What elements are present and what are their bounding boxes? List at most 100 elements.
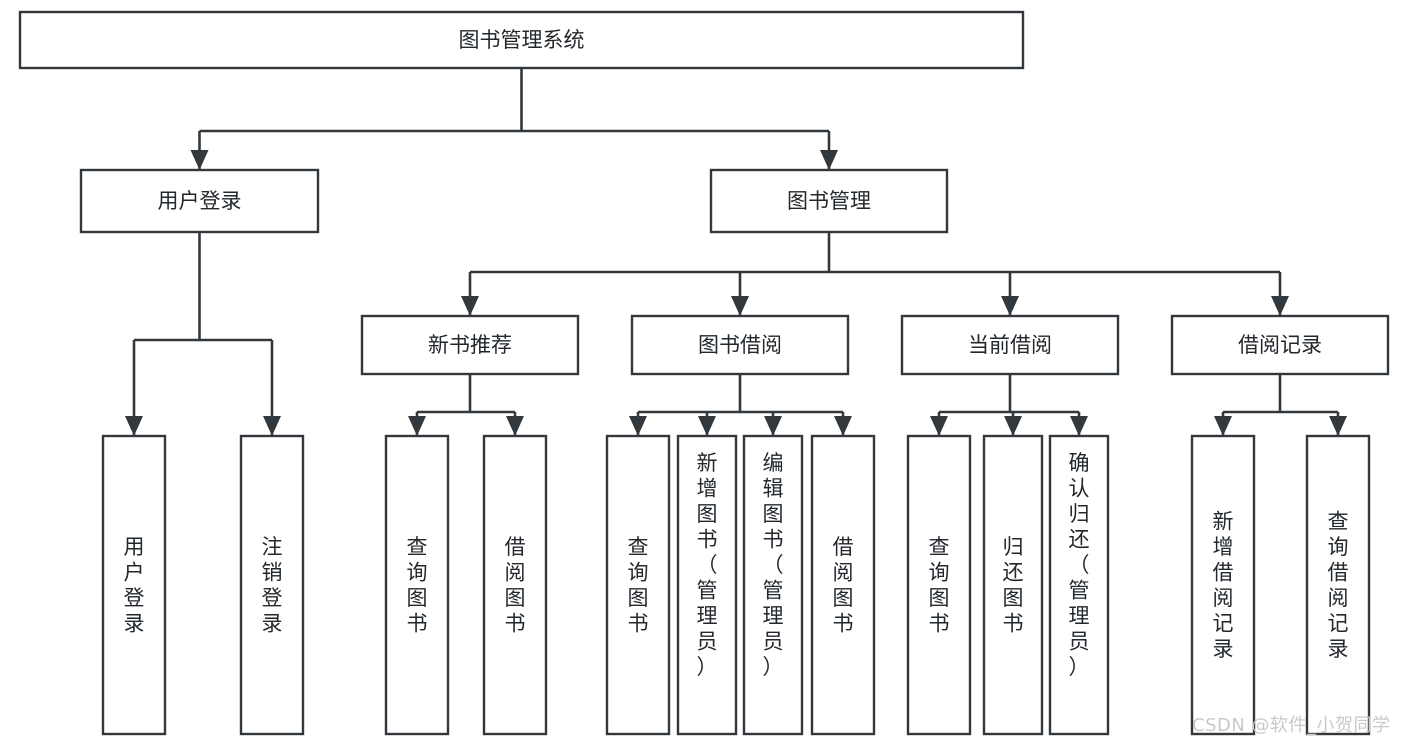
node-leaf-borrow-book-recommend-label-char: 借 [505,535,526,559]
node-leaf-borrow-book-box [810,434,876,736]
node-current-borrow-label: 当前借阅 [968,333,1052,357]
node-leaf-borrow-book-label-char: 阅 [833,560,854,584]
node-leaf-user-login-label-char: 登 [124,586,145,610]
node-book-borrow[interactable]: 图书借阅 [630,314,850,376]
node-leaf-return-book-label-char: 书 [1003,611,1024,635]
node-book-management[interactable]: 图书管理 [709,168,949,234]
borrow-record-to-leaves-arrow-head-icon [1214,416,1232,436]
node-root[interactable]: 图书管理系统 [18,10,1025,70]
borrow-record-to-leaves-arrow-head-icon [1329,416,1347,436]
node-leaf-edit-book-label-char: 辑 [763,476,784,500]
node-leaf-logout-label-char: 销 [262,560,283,584]
current-borrow-to-leaves-arrow-head-icon [1004,416,1022,436]
node-leaf-add-book-label-char: 员 [697,629,718,653]
node-leaf-edit-book-label-char: 书 [763,527,784,551]
node-leaf-borrow-book-recommend-box [482,434,548,736]
node-leaf-borrow-book-recommend-label-char: 书 [505,611,526,635]
node-leaf-logout-label-char: 注 [262,535,283,559]
node-borrow-record[interactable]: 借阅记录 [1170,314,1390,376]
node-leaf-query-book-current-label-char: 询 [929,560,950,584]
node-new-book-recommend[interactable]: 新书推荐 [360,314,580,376]
node-leaf-edit-book-label-char: ） [763,655,784,679]
node-leaf-edit-book-label-char: 管 [763,578,784,602]
node-leaf-add-book-label-char: （ [697,553,718,577]
bookmgmt-to-level3-arrow-head-icon [1271,296,1289,316]
node-book-borrow-box [630,314,850,376]
node-leaf-add-book-label-char: 图 [697,502,718,526]
node-leaf-confirm-return-label-char: 管 [1069,578,1090,602]
node-leaf-confirm-return-label-char: 归 [1069,502,1090,526]
node-leaf-edit-book-label-char: 编 [763,451,784,475]
node-leaf-user-login-label-char: 户 [124,560,145,584]
new-book-recommend-to-leaves-arrow-head-icon [506,416,524,436]
node-leaf-edit-book-label-char: 图 [763,502,784,526]
new-book-recommend-to-leaves-arrow-head-icon [408,416,426,436]
csdn-watermark: CSDN @软件_小贺同学 [1192,715,1391,736]
node-leaf-borrow-book-label-char: 图 [833,586,854,610]
node-leaf-add-borrow-record-label-char: 录 [1213,637,1234,661]
node-leaf-confirm-return-label-char: ） [1069,655,1090,679]
node-leaf-borrow-book-label-char: 借 [833,535,854,559]
connector-lines-layer [125,68,1347,436]
node-leaf-user-login-label-char: 录 [124,611,145,635]
node-leaf-borrow-book-recommend-label-char: 阅 [505,560,526,584]
node-leaf-return-book-box [982,434,1044,736]
node-user-login-label: 用户登录 [158,189,242,213]
node-leaf-query-book-recommend-label-char: 图 [407,586,428,610]
node-leaf-confirm-return-label-char: 员 [1069,629,1090,653]
node-leaf-user-login[interactable]: 用户登录 [101,434,167,736]
node-leaf-query-book-current-label-char: 书 [929,611,950,635]
node-leaf-borrow-book-label-char: 书 [833,611,854,635]
node-leaf-confirm-return-box [1048,434,1110,736]
node-leaf-confirm-return-label-char: 确 [1069,451,1090,475]
node-root-box [18,10,1025,70]
current-borrow-to-leaves-arrow-head-icon [1070,416,1088,436]
node-leaf-add-borrow-record-label-char: 增 [1213,535,1234,559]
bookmgmt-to-level3-arrow-head-icon [461,296,479,316]
node-leaf-add-book-label-char: ） [697,655,718,679]
node-leaf-add-borrow-record-label-char: 记 [1213,611,1234,635]
node-leaf-query-borrow-record-label-char: 录 [1328,637,1349,661]
node-current-borrow[interactable]: 当前借阅 [900,314,1120,376]
node-leaf-return-book-label-char: 还 [1003,560,1024,584]
node-leaf-confirm-return-label-char: 认 [1069,476,1090,500]
node-leaf-user-login-label-char: 用 [124,535,145,559]
node-new-book-recommend-box [360,314,580,376]
node-leaf-edit-book-box [742,434,804,736]
node-leaf-add-book-box [676,434,738,736]
node-leaf-confirm-return-label-char: （ [1069,553,1090,577]
node-boxes-layer: 用户登录图书管理新书推荐图书借阅当前借阅借阅记录用户登录注销登录查询图书借阅图书… [18,10,1390,736]
node-leaf-query-book-recommend-label-char: 查 [407,535,428,559]
node-leaf-add-book-label-char: 书 [697,527,718,551]
root-to-level2-arrow-head-icon [190,150,209,170]
node-book-borrow-label: 图书借阅 [698,333,782,357]
user-login-to-leaves-arrow-head-icon [263,416,281,436]
book-borrow-to-leaves-arrow-head-icon [629,416,647,436]
node-leaf-add-borrow-record-label-char: 新 [1213,509,1234,533]
node-leaf-add-book-label-char: 增 [697,476,718,500]
node-leaf-query-book-current-box [906,434,972,736]
node-leaf-confirm-return-label-char: 理 [1069,604,1090,628]
node-leaf-add-book-label-char: 管 [697,578,718,602]
node-leaf-return-book-label-char: 图 [1003,586,1024,610]
node-leaf-query-book-recommend-label-char: 书 [407,611,428,635]
node-leaf-query-book-recommend-box [384,434,450,736]
node-leaf-query-book-recommend-label-char: 询 [407,560,428,584]
node-leaf-confirm-return-label-char: 还 [1069,527,1090,551]
node-user-login[interactable]: 用户登录 [79,168,320,234]
node-root-label: 图书管理系统 [459,28,585,52]
